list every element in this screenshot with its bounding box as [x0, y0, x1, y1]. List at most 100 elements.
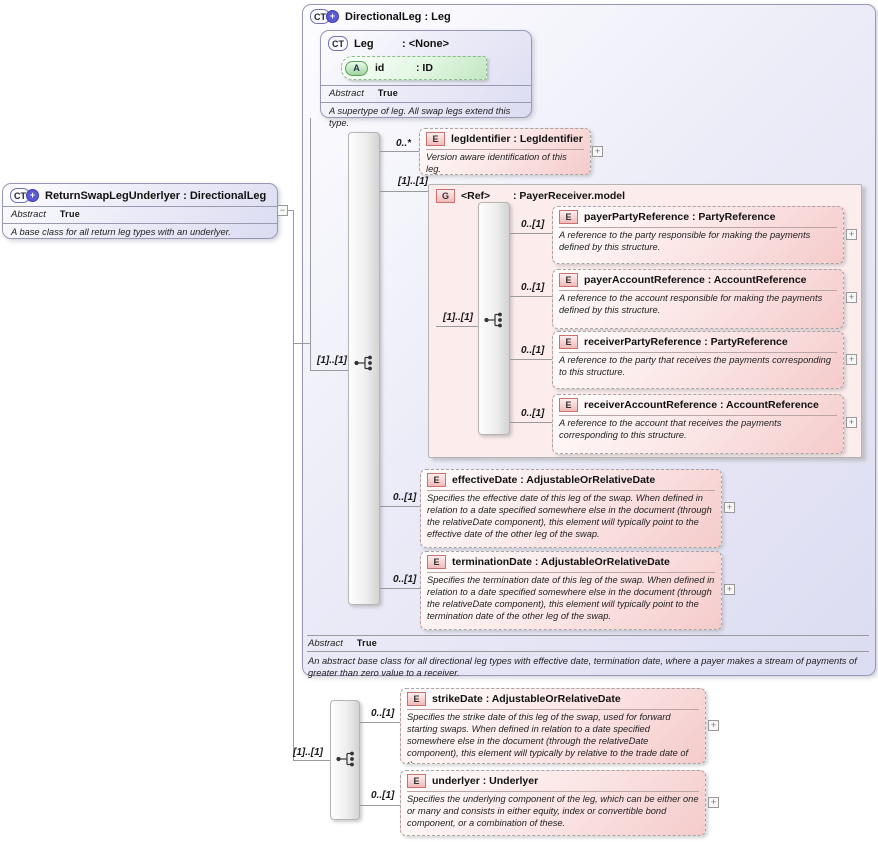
element-title: terminationDate : AdjustableOrRelativeDa… — [452, 556, 670, 568]
group-name: <Ref> — [461, 190, 491, 202]
element-underlyer[interactable]: E underlyer : Underlyer Specifies the un… — [400, 770, 706, 836]
class-name: Leg — [354, 37, 374, 50]
divider — [426, 149, 584, 150]
expand-button[interactable]: + — [846, 229, 857, 240]
cardinality-label: 0..[1] — [393, 574, 417, 585]
element-doc: A reference to the party that receives t… — [559, 355, 831, 377]
connector-line — [293, 760, 330, 761]
sequence-icon — [354, 355, 372, 371]
element-title: strikeDate : AdjustableOrRelativeDate — [432, 693, 621, 705]
element-doc: Specifies the termination date of this l… — [427, 575, 715, 621]
attribute-name: id — [375, 62, 385, 74]
class-header: CT + ReturnSwapLegUnderlyer : Directiona… — [3, 184, 277, 205]
element-doc: Specifies the effective date of this leg… — [427, 493, 712, 539]
element-title: effectiveDate : AdjustableOrRelativeDate — [452, 474, 656, 486]
expand-button[interactable]: + — [846, 417, 857, 428]
abstract-label: Abstract — [329, 88, 364, 99]
element-header: E receiverAccountReference : AccountRefe… — [559, 398, 837, 412]
complex-type-icon: CT — [328, 36, 348, 51]
element-receiverpartyreference[interactable]: E receiverPartyReference : PartyReferenc… — [552, 331, 844, 389]
group-type: : PayerReceiver.model — [513, 190, 626, 202]
cardinality-label: [1]..[1] — [317, 355, 347, 366]
element-header: E payerPartyReference : PartyReference — [559, 210, 837, 224]
divider — [407, 709, 699, 710]
divider — [3, 206, 277, 207]
expand-button[interactable]: + — [846, 354, 857, 365]
divider — [559, 227, 837, 228]
divider — [407, 791, 699, 792]
element-title: payerPartyReference : PartyReference — [584, 211, 776, 223]
sequence-connector-bottom[interactable] — [330, 700, 360, 820]
cardinality-label: 0..[1] — [393, 492, 417, 503]
element-header: E legIdentifier : LegIdentifier — [426, 132, 584, 146]
element-doc: Version aware identification of this leg… — [426, 152, 567, 174]
abstract-row: Abstract True — [3, 208, 277, 222]
sequence-icon — [484, 312, 502, 328]
connector-line — [360, 805, 400, 806]
element-header: E underlyer : Underlyer — [407, 774, 699, 788]
element-terminationdate[interactable]: E terminationDate : AdjustableOrRelative… — [420, 551, 722, 630]
divider — [307, 635, 869, 636]
element-payeraccountreference[interactable]: E payerAccountReference : AccountReferen… — [552, 269, 844, 329]
sequence-connector-main[interactable] — [348, 132, 380, 605]
element-effectivedate[interactable]: E effectiveDate : AdjustableOrRelativeDa… — [420, 469, 722, 548]
element-doc: Specifies the strike date of this leg of… — [407, 712, 689, 763]
element-title: receiverAccountReference : AccountRefere… — [584, 399, 819, 411]
expand-button[interactable]: + — [592, 146, 603, 157]
divider — [559, 415, 837, 416]
cardinality-label: 0..[1] — [521, 282, 545, 293]
cardinality-label: 0..[1] — [371, 708, 395, 719]
element-receiveraccountreference[interactable]: E receiverAccountReference : AccountRefe… — [552, 394, 844, 454]
element-icon: E — [559, 273, 578, 287]
expand-button[interactable]: + — [846, 292, 857, 303]
class-returnswaplegunderlyer[interactable]: CT + ReturnSwapLegUnderlyer : Directiona… — [2, 183, 278, 239]
class-leg[interactable]: CT Leg : <None> A id : ID Abstract True … — [320, 30, 532, 128]
attribute-row: A id : ID — [321, 53, 531, 84]
expand-button[interactable]: + — [724, 584, 735, 595]
divider — [321, 102, 531, 103]
cardinality-label: 0..[1] — [371, 790, 395, 801]
collapse-button[interactable]: − — [277, 205, 288, 216]
class-leg-header: CT Leg : <None> — [321, 31, 531, 53]
element-doc: A reference to the account responsible f… — [559, 293, 823, 315]
class-doc: A base class for all return leg types wi… — [11, 227, 231, 237]
cardinality-label: 0..[1] — [521, 408, 545, 419]
attribute-id[interactable]: A id : ID — [341, 56, 487, 80]
cardinality-label: [1]..[1] — [443, 312, 473, 323]
expand-button[interactable]: + — [708, 720, 719, 731]
class-doc: An abstract base class for all direction… — [308, 656, 857, 679]
connector-line — [510, 359, 552, 360]
complex-type-derived-icon: CT + — [310, 9, 339, 24]
connector-line — [288, 210, 294, 211]
element-header: E payerAccountReference : AccountReferen… — [559, 273, 837, 287]
class-base-type: : <None> — [402, 37, 450, 50]
divider — [427, 490, 715, 491]
element-doc: Specifies the underlying component of th… — [407, 794, 699, 828]
element-icon: E — [407, 692, 426, 706]
element-strikedate[interactable]: E strikeDate : AdjustableOrRelativeDate … — [400, 688, 706, 764]
abstract-value: True — [356, 638, 378, 648]
connector-line — [380, 151, 419, 152]
sequence-connector-group[interactable] — [478, 202, 510, 435]
element-payerpartyreference[interactable]: E payerPartyReference : PartyReference A… — [552, 206, 844, 264]
attribute-type: : ID — [416, 62, 433, 74]
abstract-row: Abstract True — [321, 87, 531, 101]
element-title: payerAccountReference : AccountReference — [584, 274, 807, 286]
element-icon: E — [407, 774, 426, 788]
expand-button[interactable]: + — [724, 502, 735, 513]
element-header: E receiverPartyReference : PartyReferenc… — [559, 335, 837, 349]
connector-line — [380, 588, 420, 589]
connector-line — [510, 422, 552, 423]
connector-line — [510, 233, 552, 234]
expand-button[interactable]: + — [708, 797, 719, 808]
element-doc: A reference to the party responsible for… — [559, 230, 811, 252]
abstract-label: Abstract — [308, 638, 343, 649]
element-legidentifier[interactable]: E legIdentifier : LegIdentifier Version … — [419, 128, 591, 175]
element-header: E effectiveDate : AdjustableOrRelativeDa… — [427, 473, 715, 487]
cardinality-label: 0..[1] — [521, 219, 545, 230]
connector-line — [310, 370, 348, 371]
element-icon: E — [427, 555, 446, 569]
class-title: DirectionalLeg : Leg — [345, 10, 451, 23]
cardinality-label: [1]..[1] — [398, 176, 428, 187]
